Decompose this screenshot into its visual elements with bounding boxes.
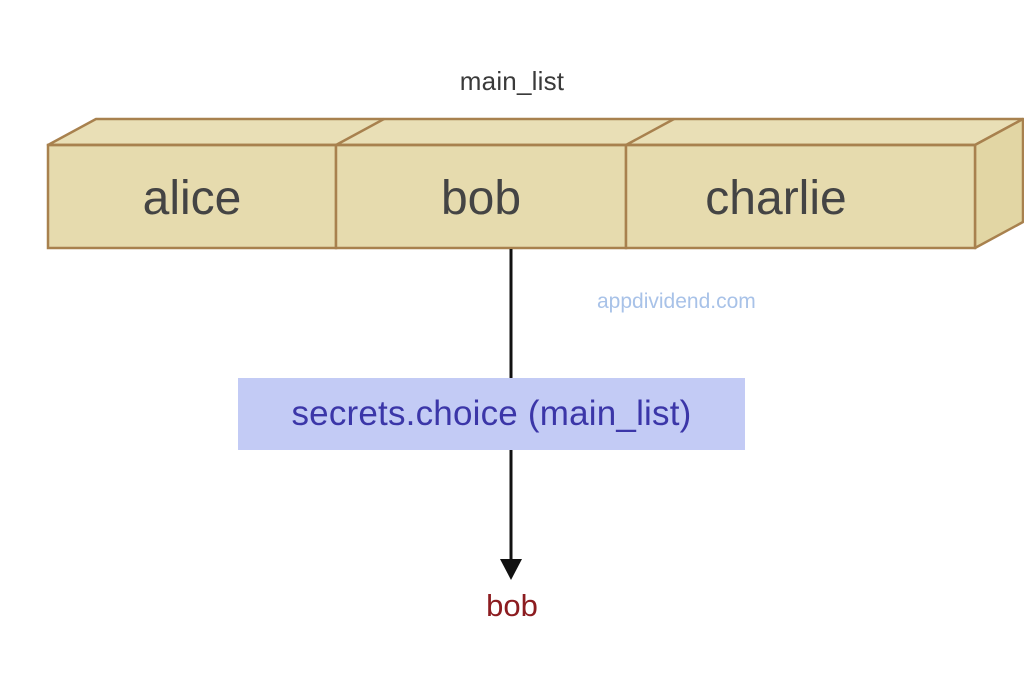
arrow-operation-to-result	[500, 450, 522, 580]
list-cell-label-2: charlie	[705, 172, 847, 225]
list-cell-front-2[interactable]	[624, 143, 977, 250]
arrow-head-icon	[500, 559, 522, 580]
list-cell-label-1: bob	[440, 172, 522, 225]
list-divider-bevel-1	[625, 117, 675, 147]
operation-callout-box: secrets.choice (main_list)	[238, 378, 745, 450]
list-cell-front-0[interactable]	[46, 143, 338, 250]
watermark: appdividend.com	[597, 290, 756, 313]
page-title: main_list	[459, 66, 565, 96]
list-cell-label-0: alice	[142, 172, 242, 225]
main-list-box	[46, 117, 1024, 250]
result-value: bob	[486, 588, 538, 623]
list-box-top-face	[46, 117, 1024, 147]
operation-label: secrets.choice (main_list)	[291, 394, 692, 433]
list-divider-bevel-0	[335, 117, 385, 147]
